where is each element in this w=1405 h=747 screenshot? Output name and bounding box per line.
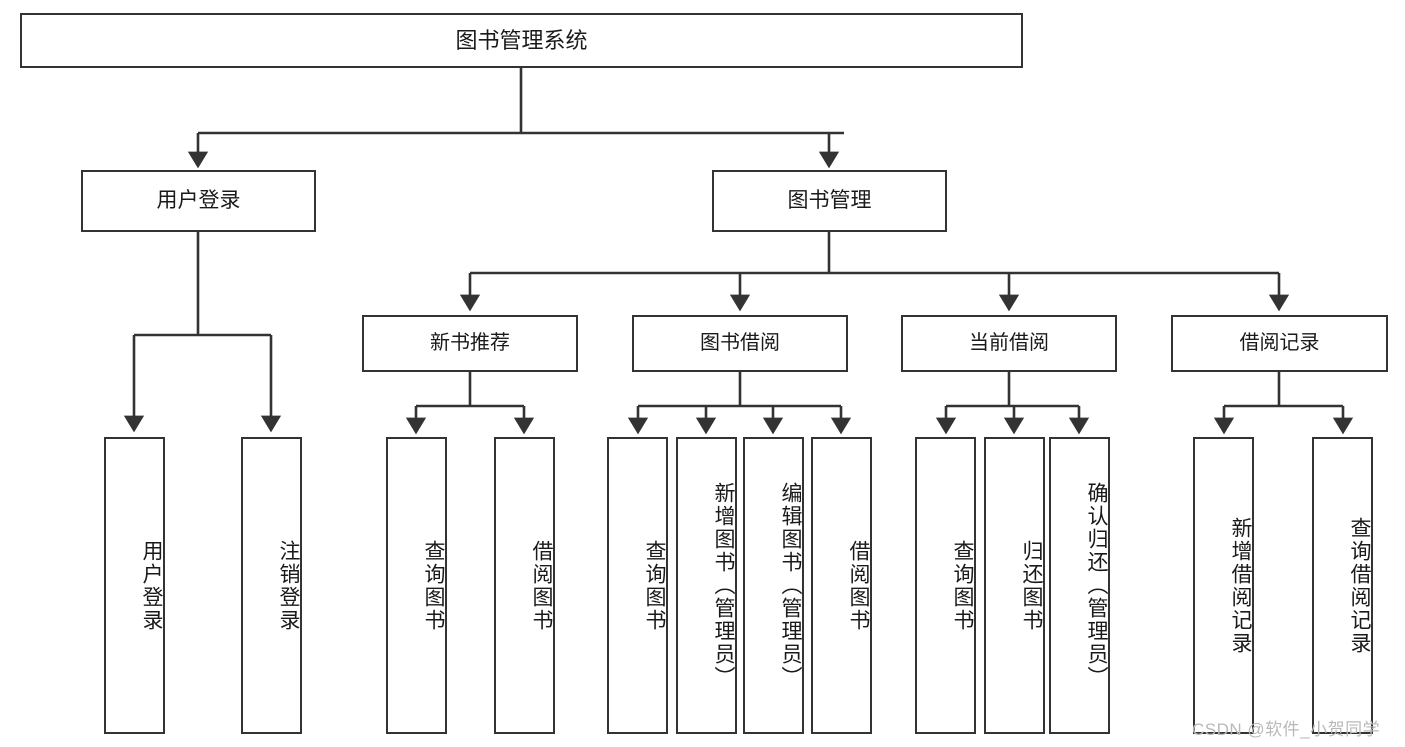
node-label: 确认归还（管理员） [1085, 482, 1108, 689]
leaf-borrow-edit-book-admin[interactable]: 编辑图书（管理员） [743, 437, 804, 734]
node-label: 借阅图书 [847, 539, 870, 632]
leaf-borrow-add-book-admin[interactable]: 新增图书（管理员） [676, 437, 737, 734]
node-root-system[interactable]: 图书管理系统 [20, 13, 1023, 68]
node-label: 图书管理 [787, 188, 872, 212]
leaf-record-add-record[interactable]: 新增借阅记录 [1193, 437, 1254, 734]
node-label: 用户登录 [140, 539, 163, 632]
leaf-borrow-query-book[interactable]: 查询图书 [607, 437, 668, 734]
leaf-user-logout[interactable]: 注销登录 [241, 437, 302, 734]
leaf-current-query-book[interactable]: 查询图书 [915, 437, 976, 734]
node-label: 查询图书 [643, 539, 666, 632]
node-label: 查询借阅记录 [1348, 516, 1371, 655]
node-label: 图书借阅 [700, 331, 780, 354]
node-label: 新书推荐 [430, 331, 510, 354]
node-borrow-record[interactable]: 借阅记录 [1171, 315, 1388, 372]
node-label: 借阅图书 [530, 539, 553, 632]
node-label: 编辑图书（管理员） [779, 482, 802, 689]
node-label: 归还图书 [1020, 539, 1043, 632]
node-label: 用户登录 [156, 188, 241, 212]
leaf-current-confirm-return-admin[interactable]: 确认归还（管理员） [1049, 437, 1110, 734]
node-label: 新增图书（管理员） [712, 482, 735, 689]
node-book-borrow[interactable]: 图书借阅 [632, 315, 848, 372]
node-label: 注销登录 [277, 539, 300, 632]
node-user-login[interactable]: 用户登录 [81, 170, 316, 232]
leaf-recommend-query-book[interactable]: 查询图书 [386, 437, 447, 734]
leaf-current-return-book[interactable]: 归还图书 [984, 437, 1045, 734]
leaf-user-login[interactable]: 用户登录 [104, 437, 165, 734]
node-book-management[interactable]: 图书管理 [712, 170, 947, 232]
leaf-record-query-record[interactable]: 查询借阅记录 [1312, 437, 1373, 734]
watermark: CSDN @软件_小贺同学 [1192, 720, 1381, 739]
node-label: 新增借阅记录 [1229, 516, 1252, 655]
node-label: 借阅记录 [1239, 331, 1320, 354]
node-label: 图书管理系统 [455, 27, 588, 53]
node-current-borrow[interactable]: 当前借阅 [901, 315, 1117, 372]
node-label: 查询图书 [422, 539, 445, 632]
node-label: 当前借阅 [969, 331, 1049, 354]
node-new-book-recommend[interactable]: 新书推荐 [362, 315, 578, 372]
node-label: 查询图书 [951, 539, 974, 632]
leaf-recommend-borrow-book[interactable]: 借阅图书 [494, 437, 555, 734]
leaf-borrow-borrow-book[interactable]: 借阅图书 [811, 437, 872, 734]
